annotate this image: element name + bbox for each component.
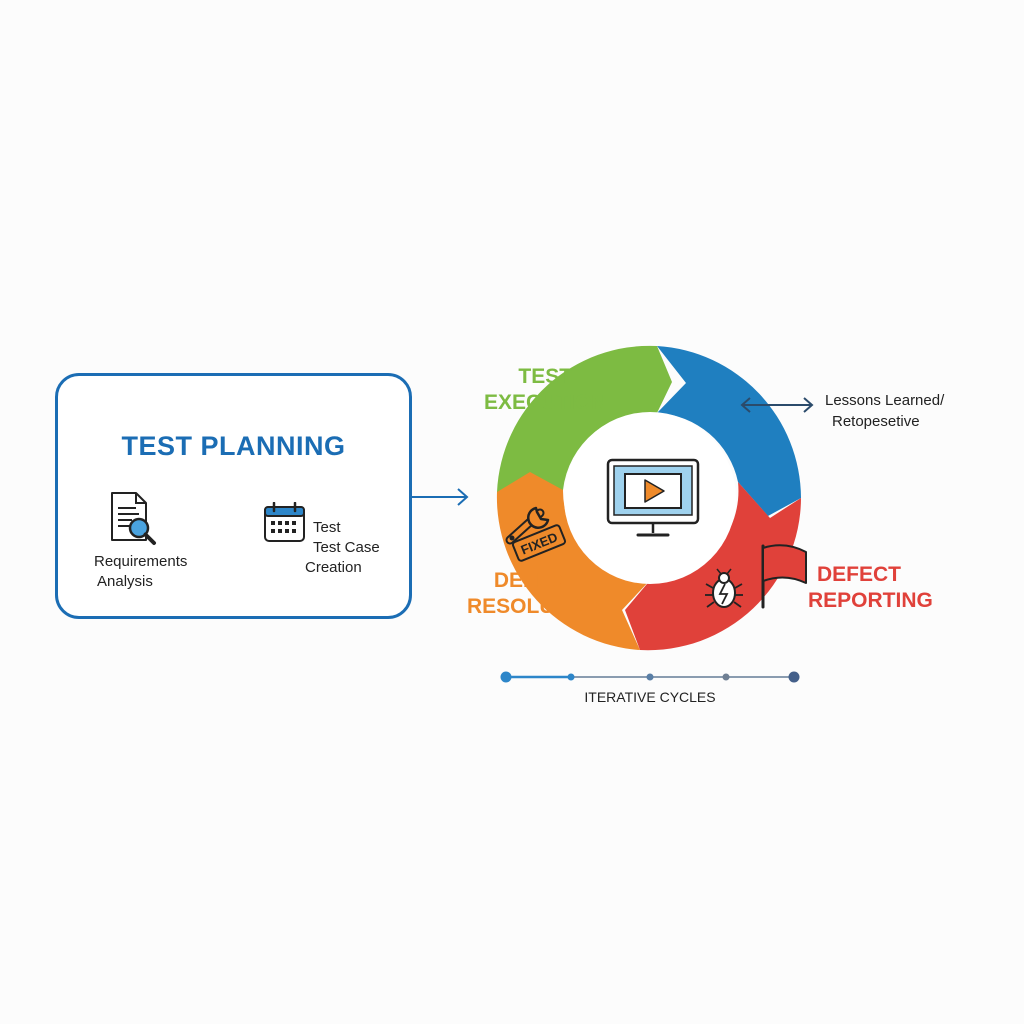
lessons-double-arrow xyxy=(740,397,814,413)
test-case-label-line2: Test Case xyxy=(313,539,380,556)
defect-reporting-label: DEFECT REPORTING xyxy=(808,562,933,614)
requirements-label-line1: Requirements xyxy=(94,553,188,570)
timeline-dot xyxy=(646,673,654,681)
iterative-cycles-label: ITERATIVE CYCLES xyxy=(584,689,716,705)
test-planning-box: TEST PLANNING Requirements Analysis xyxy=(55,373,412,619)
timeline-dot xyxy=(722,673,730,681)
lessons-segment xyxy=(657,346,801,516)
test-case-label-line3: Creation xyxy=(305,559,362,576)
timeline-dot xyxy=(500,671,512,683)
wrench-icon xyxy=(505,506,550,545)
test-execution-line1: TEST xyxy=(518,365,573,388)
document-magnifier-icon xyxy=(111,492,156,545)
defect-reporting-line1: DEFECT xyxy=(817,563,901,586)
test-execution-segment xyxy=(497,345,672,492)
test-execution-label: TEST EXECUTION xyxy=(484,364,607,416)
requirements-label-line2: Analysis xyxy=(97,573,153,590)
defect-resolution-line2: RESOLUTION xyxy=(467,595,605,618)
timeline-dot xyxy=(788,671,800,683)
defect-resolution-line1: DEFECT xyxy=(493,569,578,592)
test-case-label-line1: Test xyxy=(313,519,341,536)
defect-resolution-label: DEFECT RESOLUTION xyxy=(467,568,605,620)
monitor-play-icon xyxy=(606,458,700,537)
planning-title: TEST PLANNING xyxy=(121,431,346,461)
bug-icon xyxy=(705,568,743,608)
test-execution-line2: EXECUTION xyxy=(484,391,607,414)
iterative-timeline xyxy=(500,671,800,683)
lessons-line1: Lessons Learned/ xyxy=(825,392,945,409)
defect-reporting-line2: REPORTING xyxy=(808,589,933,612)
lessons-learned-label: Lessons Learned/ Retopesetive xyxy=(825,390,944,432)
timeline-dot xyxy=(567,673,575,681)
calendar-icon xyxy=(264,502,305,542)
defect-reporting-segment xyxy=(625,482,801,651)
lessons-line2: Retopesetive xyxy=(832,413,920,430)
flag-icon xyxy=(761,544,807,609)
